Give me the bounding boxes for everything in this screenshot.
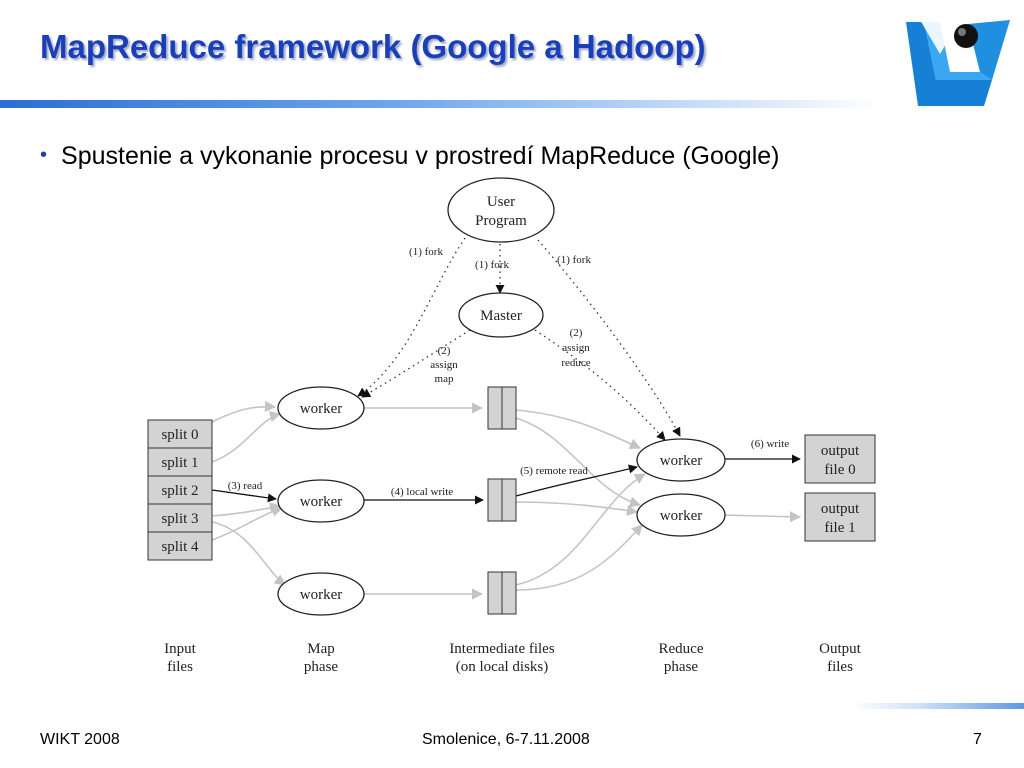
local-write-label: (4) local write: [391, 486, 453, 498]
arrow-file3-reducer2: [515, 524, 643, 591]
remote-read-label: (5) remote read: [520, 465, 588, 477]
split-label: split 1: [161, 455, 198, 471]
arrow-split3-worker3: [211, 521, 286, 586]
intermediate-files: [487, 386, 517, 615]
arrow-split2-worker2: [211, 489, 277, 503]
arrow-file1-reducer2: [515, 417, 642, 508]
map-worker-node: [277, 572, 365, 616]
slide-title: MapReduce framework (Google a Hadoop): [40, 28, 706, 65]
read-label: (3) read: [228, 480, 263, 492]
assign-reduce-label-line1: (2): [570, 327, 583, 339]
fork-label-center: (1) fork: [475, 259, 509, 271]
write-label: (6) write: [751, 438, 789, 450]
map-worker-node: [277, 386, 365, 430]
split-label: split 4: [161, 539, 199, 555]
assign-reduce-label-line3: reduce: [561, 357, 590, 369]
arrow-file-reducer1: [515, 464, 638, 497]
map-worker-label: worker: [300, 587, 342, 603]
user-program-node: [447, 177, 555, 243]
caption-output: files: [827, 659, 853, 675]
arrow-split4-worker2: [211, 505, 284, 541]
caption-input: Input: [164, 641, 196, 657]
bullet-text: Spustenie a vykonanie procesu v prostred…: [61, 142, 780, 170]
input-files: split 0 split 1 split 2 split 3 split 4: [147, 419, 213, 561]
assign-reduce-label-line2: assign: [562, 342, 590, 354]
reduce-workers: worker worker: [636, 438, 726, 537]
bullet-dot-icon: •: [40, 144, 48, 166]
arrow-file3-reducer1: [515, 473, 646, 586]
caption-map: Map: [307, 641, 335, 657]
output-file-label: file 1: [824, 520, 855, 536]
caption-reduce: phase: [664, 659, 698, 675]
master-label: Master: [480, 308, 522, 324]
reduce-worker-node: [636, 438, 726, 482]
split-label: split 0: [161, 427, 198, 443]
caption-intermediate: Intermediate files: [449, 641, 555, 657]
title-divider: [0, 100, 880, 108]
output-file-label: output: [821, 501, 860, 517]
footer-divider: [850, 703, 1024, 709]
column-captions: Input files Map phase Intermediate files…: [164, 641, 862, 675]
split-label: split 2: [161, 483, 198, 499]
footer-event-name: WIKT 2008: [40, 731, 120, 748]
arrow-assign-reduce: [534, 329, 666, 441]
split-box: [147, 447, 213, 477]
arrow-fork-reducer: [537, 239, 681, 437]
map-worker-node: [277, 479, 365, 523]
user-program-label-line1: User: [487, 194, 515, 210]
arrow-split1-worker1: [211, 411, 282, 463]
arrow-split0-worker1: [211, 400, 277, 423]
user-program-label-line2: Program: [475, 213, 527, 229]
bullet-item: • Spustenie a vykonanie procesu v prostre…: [40, 142, 779, 171]
fork-label-left: (1) fork: [409, 246, 443, 258]
caption-reduce: Reduce: [659, 641, 704, 657]
arrow-split3-worker2: [211, 502, 282, 517]
split-box: [147, 475, 213, 505]
fork-label-right: (1) fork: [557, 254, 591, 266]
output-file-label: file 0: [824, 462, 855, 478]
university-logo-icon: [906, 20, 1010, 106]
black-flow-arrows: [211, 454, 801, 505]
split-box: [147, 503, 213, 533]
arrow-fork-worker: [357, 237, 466, 397]
output-files: output file 0 output file 1: [804, 434, 876, 542]
caption-map: phase: [304, 659, 338, 675]
caption-intermediate: (on local disks): [456, 659, 548, 675]
map-worker-label: worker: [300, 494, 342, 510]
dotted-control-arrows: [357, 237, 681, 441]
map-workers: worker worker worker: [277, 386, 365, 616]
split-box: [147, 531, 213, 561]
map-worker-label: worker: [300, 401, 342, 417]
output-file-label: output: [821, 443, 860, 459]
master-node: [458, 292, 544, 338]
assign-map-label-line1: (2): [438, 345, 451, 357]
reduce-worker-label: worker: [660, 453, 702, 469]
assign-map-label-line2: assign: [430, 359, 458, 371]
output-file-box: [804, 492, 876, 542]
slide-number: 7: [973, 731, 982, 748]
output-file-box: [804, 434, 876, 484]
arrow-file1-reducer1: [515, 409, 642, 449]
assign-map-label-line3: map: [435, 373, 454, 385]
reduce-worker-label: worker: [660, 508, 702, 524]
caption-input: files: [167, 659, 193, 675]
footer-location-date: Smolenice, 6-7.11.2008: [422, 731, 590, 748]
arrow-reducer2-output1: [723, 511, 802, 523]
reduce-worker-node: [636, 493, 726, 537]
split-label: split 3: [161, 511, 198, 527]
arrow-file2-reducer2: [515, 501, 639, 516]
caption-output: Output: [819, 641, 862, 657]
gray-flow-arrows: [211, 400, 802, 600]
